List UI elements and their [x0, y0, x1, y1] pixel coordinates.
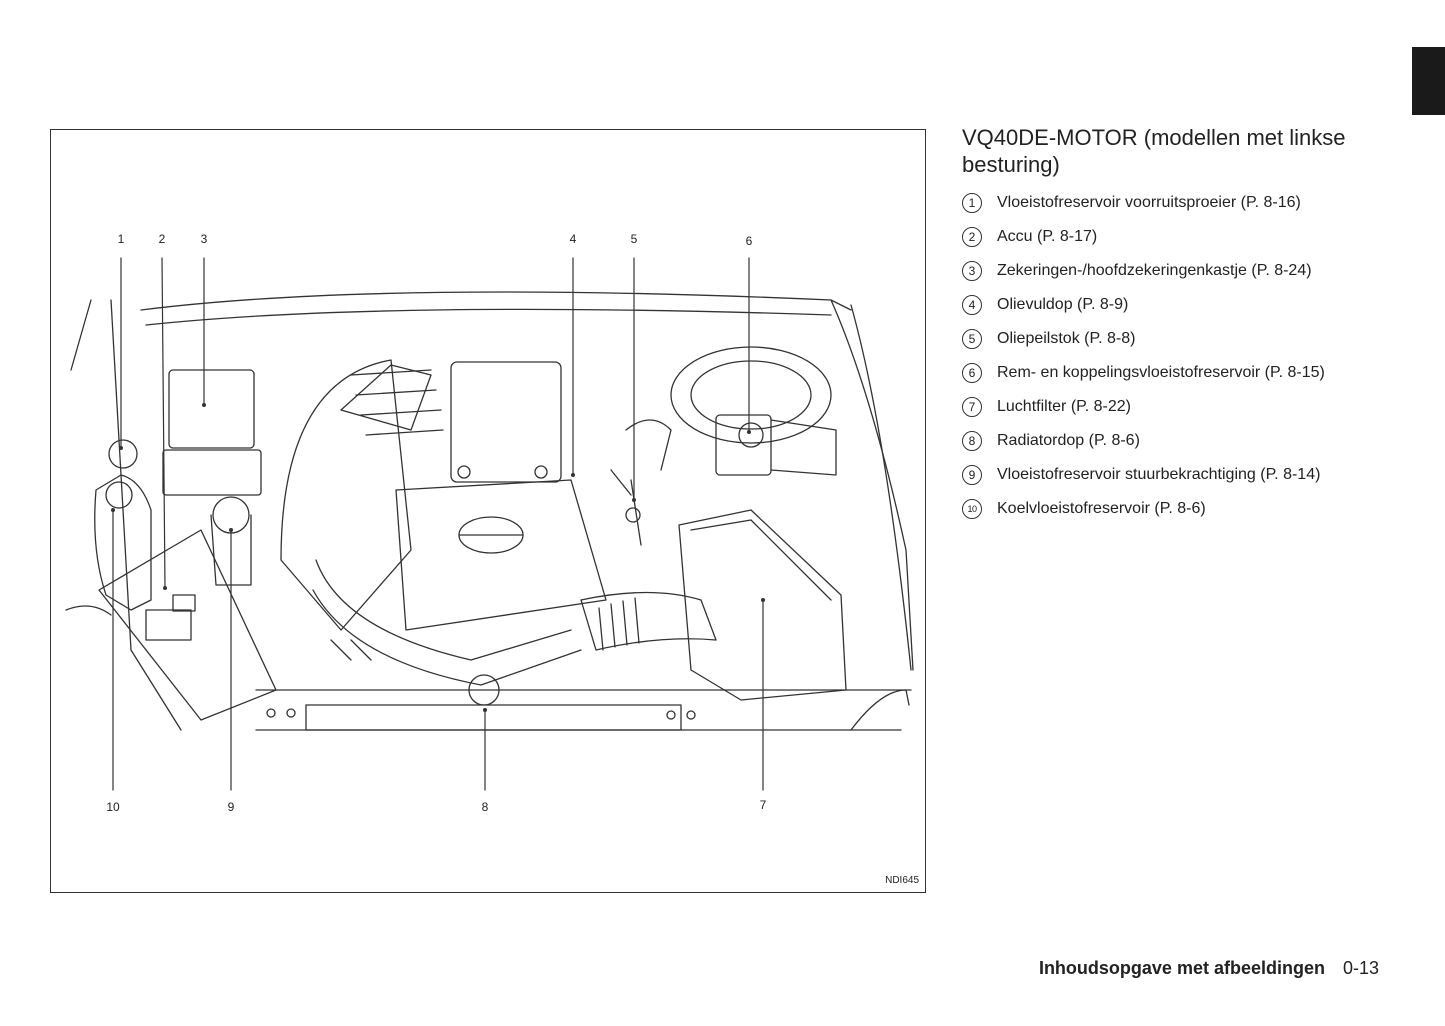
- legend-text: Zekeringen-/hoofdzekeringenkastje (P. 8-…: [997, 262, 1312, 279]
- legend-item: 2 Accu (P. 8-17): [962, 220, 1402, 254]
- legend-number-circle: 7: [962, 397, 982, 417]
- legend-item: 10 Koelvloeistofreservoir (P. 8-6): [962, 492, 1402, 526]
- legend-item: 9 Vloeistofreservoir stuurbekrachtiging …: [962, 458, 1402, 492]
- callout-number-3: 3: [200, 232, 208, 246]
- radiator-cap-shape: [468, 674, 500, 706]
- legend-number-circle: 8: [962, 431, 982, 451]
- section-title: VQ40DE-MOTOR (modellen met linkse bestur…: [962, 125, 1346, 177]
- legend-item: 3 Zekeringen-/hoofdzekeringenkastje (P. …: [962, 254, 1402, 288]
- chapter-tab-marker: [1412, 47, 1445, 115]
- legend-text: Oliepeilstok (P. 8-8): [997, 330, 1136, 347]
- legend-number-circle: 3: [962, 261, 982, 281]
- legend-item: 8 Radiatordop (P. 8-6): [962, 424, 1402, 458]
- ps-reservoir-shape: [212, 496, 250, 534]
- washer-cap-shape: [108, 439, 138, 469]
- legend-text: Vloeistofreservoir voorruitsproeier (P. …: [997, 194, 1301, 211]
- engine-bay-illustration: [65, 257, 914, 791]
- callout-number-10: 10: [106, 800, 120, 814]
- intake-plenum-shape: [450, 361, 562, 483]
- legend-item: 7 Luchtfilter (P. 8-22): [962, 390, 1402, 424]
- legend-text: Luchtfilter (P. 8-22): [997, 398, 1131, 415]
- legend-number-circle: 2: [962, 227, 982, 247]
- fuse-box-shape: [168, 369, 255, 449]
- page-number: 0-13: [1342, 958, 1379, 978]
- callout-number-4: 4: [569, 232, 577, 246]
- legend-number-circle: 1: [962, 193, 982, 213]
- footer-title: Inhoudsopgave met afbeeldingen: [1038, 958, 1325, 978]
- component-legend: 1 Vloeistofreservoir voorruitsproeier (P…: [962, 186, 1402, 526]
- legend-text: Koelvloeistofreservoir (P. 8-6): [997, 500, 1206, 517]
- coolant-reservoir-shape: [94, 474, 152, 611]
- legend-number-circle: 5: [962, 329, 982, 349]
- legend-text: Vloeistofreservoir stuurbekrachtiging (P…: [997, 466, 1321, 483]
- callout-line-2: [161, 257, 166, 589]
- legend-text: Radiatordop (P. 8-6): [997, 432, 1140, 449]
- legend-text: Olievuldop (P. 8-9): [997, 296, 1129, 313]
- legend-item: 4 Olievuldop (P. 8-9): [962, 288, 1402, 322]
- engine-bay-figure: 1 2 3 4 5 6 7 8 9 10 NDI645: [50, 129, 926, 893]
- figure-code: NDI645: [885, 875, 919, 886]
- callout-number-1: 1: [117, 232, 125, 246]
- callout-number-6: 6: [745, 234, 753, 248]
- legend-number-circle: 6: [962, 363, 982, 383]
- legend-item: 1 Vloeistofreservoir voorruitsproeier (P…: [962, 186, 1402, 220]
- callout-number-7: 7: [759, 798, 767, 812]
- intake-hose-shape: [580, 591, 717, 651]
- page-footer: Inhoudsopgave met afbeeldingen 0-13: [1039, 958, 1379, 979]
- legend-number-circle: 4: [962, 295, 982, 315]
- callout-number-9: 9: [227, 800, 235, 814]
- legend-number-circle: 9: [962, 465, 982, 485]
- legend-number-circle: 10: [962, 499, 982, 519]
- callout-number-8: 8: [481, 800, 489, 814]
- legend-text: Accu (P. 8-17): [997, 228, 1098, 245]
- callout-number-2: 2: [158, 232, 166, 246]
- legend-text: Rem- en koppelingsvloeistofreservoir (P.…: [997, 364, 1325, 381]
- brake-reservoir-shape: [715, 414, 772, 476]
- legend-item: 5 Oliepeilstok (P. 8-8): [962, 322, 1402, 356]
- engine-cover-shape: [395, 479, 607, 631]
- legend-item: 6 Rem- en koppelingsvloeistofreservoir (…: [962, 356, 1402, 390]
- callout-number-5: 5: [630, 232, 638, 246]
